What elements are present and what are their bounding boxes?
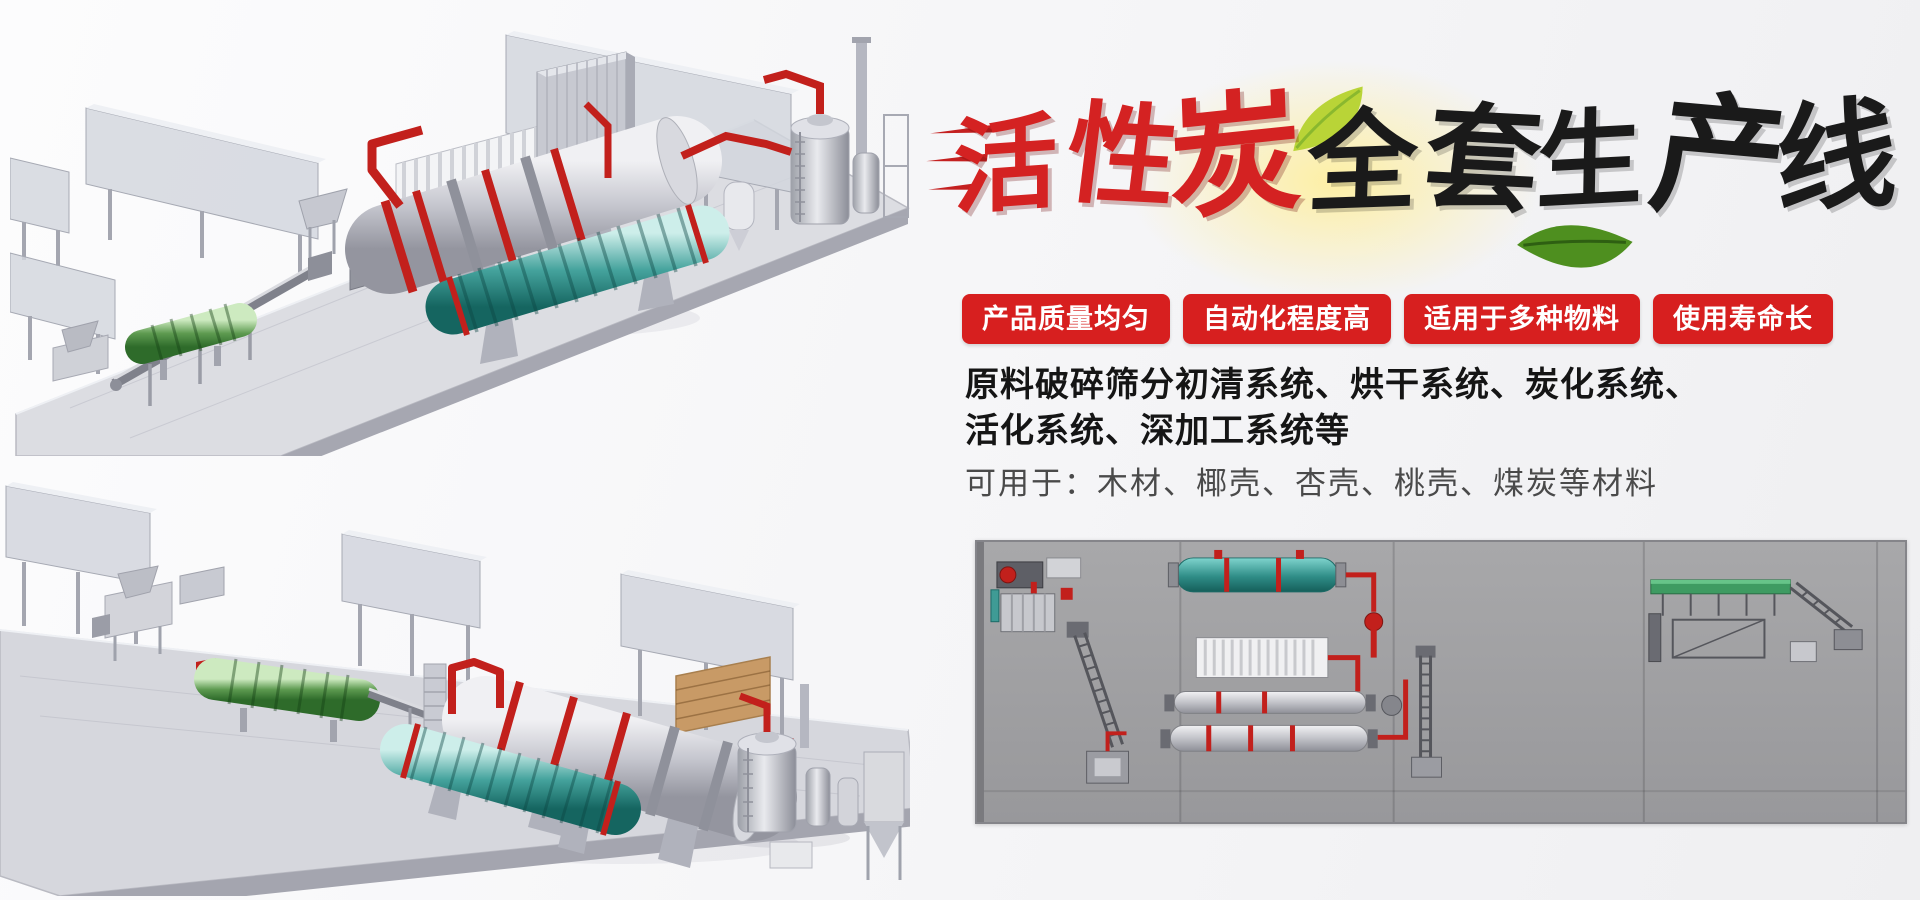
title-char: 性 — [1059, 92, 1185, 221]
badge-high-automation: 自动化程度高 — [1183, 294, 1391, 344]
screening-drum — [194, 658, 380, 742]
wall-panel — [620, 570, 800, 744]
plant-layout-svg — [975, 540, 1907, 824]
crusher-hopper — [52, 320, 109, 382]
wall-panel — [10, 157, 70, 266]
finned-cooler — [1195, 637, 1361, 692]
rotary-drum-b — [1160, 679, 1409, 752]
storage-silo — [769, 751, 905, 880]
schematic-border — [975, 540, 1907, 824]
rotary-drum-a — [1164, 690, 1376, 714]
screening-drum — [125, 303, 257, 380]
title-char: 套 — [1416, 92, 1549, 229]
wall-panel — [85, 104, 326, 276]
title-char: 炭 — [1166, 75, 1304, 236]
production-line-bottom-svg — [0, 482, 910, 896]
carbonization-drum — [1167, 549, 1377, 612]
brick-wall — [675, 656, 771, 734]
leaf-icon — [1517, 225, 1633, 268]
cooling-drum — [425, 204, 730, 364]
bucket-elevator — [1066, 621, 1124, 748]
leaf-icon — [1293, 86, 1363, 152]
plant-layout-schematic — [975, 540, 1907, 824]
production-line-top-svg — [10, 31, 910, 456]
title-char: 生 — [1535, 99, 1644, 223]
badge-uniform-quality: 产品质量均匀 — [962, 294, 1170, 344]
feed-hopper — [298, 188, 348, 260]
render-3d-production-line-top — [10, 8, 912, 456]
title-char: 线 — [1775, 86, 1898, 231]
page-title: 活 性 炭 全 套 生 产 线 — [925, 76, 1920, 237]
cooling-drum — [380, 723, 641, 854]
crusher-unit — [92, 565, 225, 661]
packing-conveyor-section — [1648, 579, 1863, 663]
title-char: 产 — [1642, 78, 1796, 237]
feature-badges: 产品质量均匀 自动化程度高 适用于多种物料 使用寿命长 — [962, 294, 1833, 344]
hot-blast-furnace — [1086, 731, 1130, 784]
cyclone-separator — [1364, 612, 1384, 658]
headline: 活 性 炭 全 套 生 产 线 — [926, 56, 1920, 306]
feeder-crusher-unit — [990, 557, 1082, 633]
systems-line-2: 活化系统、深加工系统等 — [965, 412, 1350, 450]
systems-line-1: 原料破碎筛分初清系统、烘干系统、炭化系统、 — [965, 366, 1700, 404]
title-char: 活 — [953, 104, 1058, 228]
schematic-left-edge — [975, 540, 984, 824]
center-elevator — [1411, 645, 1442, 778]
badge-long-life: 使用寿命长 — [1653, 294, 1833, 344]
materials-description: 可用于：木材、椰壳、杏壳、桃壳、煤炭等材料 — [965, 466, 1658, 501]
carbonization-furnace — [737, 684, 859, 833]
wall-panel — [341, 530, 487, 688]
render-3d-production-line-bottom — [0, 476, 910, 896]
systems-description: 原料破碎筛分初清系统、烘干系统、炭化系统、 活化系统、深加工系统等 — [965, 362, 1700, 454]
brush-stroke-icon — [926, 124, 996, 190]
title-char: 全 — [1305, 99, 1420, 226]
badge-multiple-materials: 适用于多种物料 — [1404, 294, 1640, 344]
carbonization-furnace — [762, 37, 909, 225]
floor-panel-lines — [983, 540, 1907, 824]
